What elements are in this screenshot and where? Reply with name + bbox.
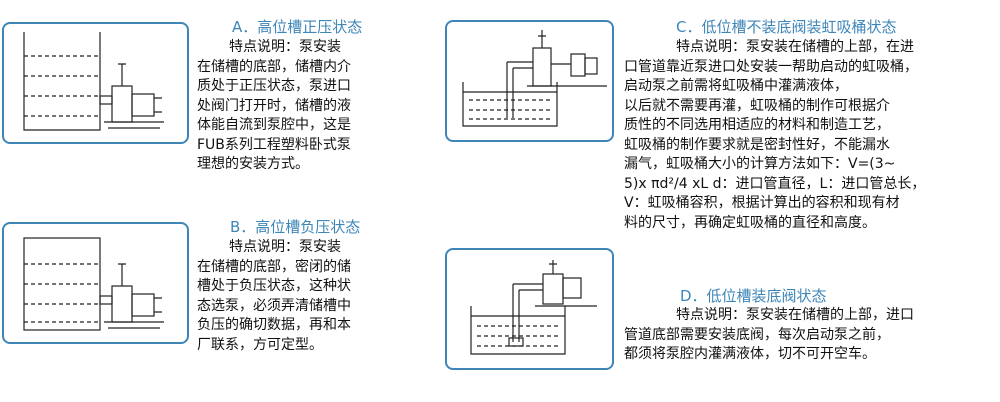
text-line: 漏气，虹吸桶大小的计算方法如下：V=(3~ <box>624 156 896 172</box>
section-a-text: 特点说明：泵安装 在储槽的底部，储槽内介 质处于正压状态，泵进口 处阀门打开时，… <box>197 38 351 175</box>
text-line: 特点说明：泵安装 <box>229 39 341 55</box>
text-line: 5)x πd²/4 xL d：进口管直径，L：进口管总长， <box>624 175 926 192</box>
text-line: V：虹吸桶容积，根据计算出的容积和现有材 <box>624 195 900 211</box>
text-line: 管道底部需要安装底阀，每次启动泵之前， <box>624 326 890 343</box>
section-d-title: D．低位槽装底阀状态 <box>680 287 827 305</box>
text-line: 料的尺寸，再确定虹吸桶的直径和高度。 <box>624 214 876 231</box>
text-line: 虹吸桶的制作要求就是密封性好，不能漏水 <box>624 136 890 153</box>
text-line: 以后就不需要再灌，虹吸桶的制作可根据介 <box>624 97 890 114</box>
diagram-panel-a <box>2 22 189 144</box>
diagram-panel-b <box>2 222 189 344</box>
text-line: 理想的安装方式。 <box>197 156 309 172</box>
text-line: 在储槽的底部，储槽内介 <box>197 58 351 75</box>
diagram-low-tank-siphon <box>462 30 607 127</box>
diagram-high-tank-negative-pressure <box>23 237 164 331</box>
diagram-panel-c <box>445 20 614 142</box>
section-b-text: 特点说明：泵安装 在储槽的底部，密闭的储 槽处于负压状态，这种状 态选泵，必须弄… <box>197 238 351 355</box>
text-line: 质性的不同选用相适应的材料和制造工艺， <box>624 117 890 133</box>
text-line: 处阀门打开时，储槽的液 <box>197 97 351 114</box>
text-line: 态选泵，必须弄清储槽中 <box>197 297 351 314</box>
text-line: 特点说明：泵安装 <box>229 239 341 255</box>
text-line: 体能自流到泵腔中，这是 <box>197 117 351 133</box>
text-line: 启动泵之前需将虹吸桶中灌满液体， <box>624 78 848 94</box>
section-a-title: A．高位槽正压状态 <box>232 18 363 36</box>
section-c-text: 特点说明：泵安装在储槽的上部，在进 口管道靠近泵进口处安装一帮助启动的虹吸桶， … <box>624 38 925 233</box>
section-d-text: 特点说明：泵安装在储槽的上部，进口 管道底部需要安装底阀，每次启动泵之前， 都须… <box>624 306 914 365</box>
diagram-high-tank-positive-pressure <box>23 32 164 131</box>
diagram-panel-d <box>445 248 614 370</box>
text-line: 质处于正压状态，泵进口 <box>197 78 351 94</box>
text-line: FUB系列工程塑料卧式泵 <box>197 136 351 153</box>
text-line: 特点说明：泵安装在储槽的上部，在进 <box>676 39 914 55</box>
text-line: 口管道靠近泵进口处安装一帮助启动的虹吸桶， <box>624 58 918 75</box>
text-line: 在储槽的底部，密闭的储 <box>197 258 351 275</box>
text-line: 厂联系，方可定型。 <box>197 336 323 353</box>
text-line: 槽处于负压状态，这种状 <box>197 278 351 294</box>
text-line: 负压的确切数据，再和本 <box>197 317 351 333</box>
section-c-title: C．低位槽不装底阀装虹吸桶状态 <box>676 18 897 36</box>
diagram-low-tank-foot-valve <box>470 260 597 355</box>
text-line: 特点说明：泵安装在储槽的上部，进口 <box>676 307 914 323</box>
section-b-title: B．高位槽负压状态 <box>230 218 361 236</box>
text-line: 都须将泵腔内灌满液体，切不可开空车。 <box>624 346 876 362</box>
